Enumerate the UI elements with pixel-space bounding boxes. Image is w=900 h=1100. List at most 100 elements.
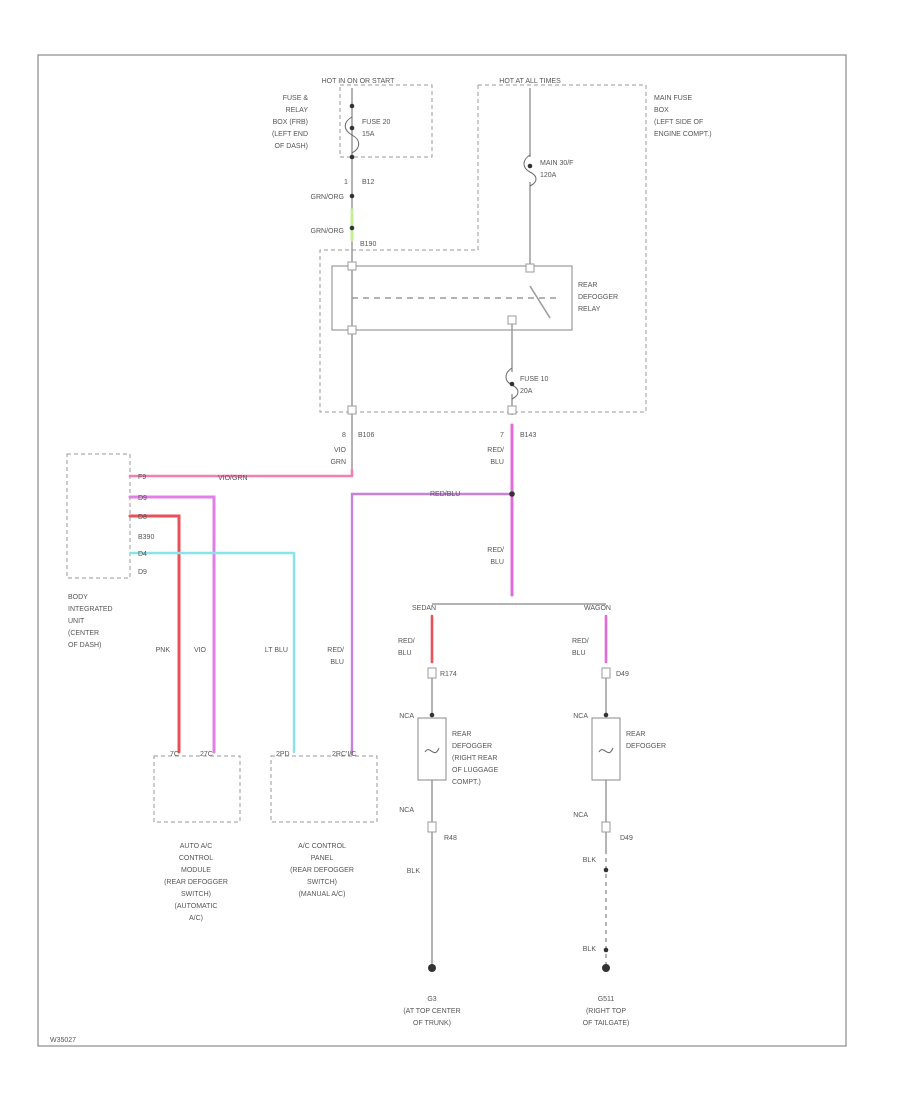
defogger-sedan-label-5: COMPT.)	[452, 779, 481, 786]
auto-ac-pin-2: 27C	[200, 751, 213, 758]
junction-dot	[603, 867, 609, 873]
defogger-wagon-label-1: REAR	[626, 731, 645, 738]
defogger-sedan-label-4: OF LUGGAGE	[452, 767, 499, 774]
ground-wagon-label-2: (RIGHT TOP	[586, 1008, 626, 1015]
vio-label: VIO	[194, 647, 207, 654]
main-fuse-box-outline	[319, 84, 647, 413]
biu-label-2: INTEGRATED	[68, 606, 113, 613]
sedan-label: SEDAN	[412, 605, 436, 612]
junction-dot	[429, 712, 435, 718]
defogger-sedan-label-1: REAR	[452, 731, 471, 738]
wagon-label: WAGON	[584, 605, 611, 612]
biu-label-1: BODY	[68, 594, 88, 601]
b190-connector-label: B190	[360, 241, 376, 248]
ac-panel-label-3: (REAR DEFOGGER	[290, 867, 354, 874]
r174-connector-label: R174	[440, 671, 457, 678]
biu-pin-5: D4	[138, 551, 147, 558]
b106-pin	[347, 405, 357, 415]
b143-pin-label: 7	[500, 432, 504, 439]
ac-panel-pin-1: 2PD	[276, 751, 290, 758]
ac-control-panel-outline	[270, 755, 378, 823]
nca-label-4: NCA	[573, 812, 588, 819]
wire-red-blu-ac-panel	[350, 492, 514, 756]
relay-pin-switch-out	[507, 315, 517, 325]
biu-label-3: UNIT	[68, 618, 85, 625]
red-blu-label-2a: RED/	[487, 547, 504, 554]
d49-lower-pin	[601, 821, 611, 833]
b12-pin-label: 1	[344, 179, 348, 186]
vio-grn-label-2: GRN	[330, 459, 346, 466]
relay-pin-coil-in	[347, 261, 357, 271]
biu-label-4: (CENTER	[68, 630, 99, 637]
relay-body	[331, 265, 573, 331]
ac-panel-label-5: (MANUAL A/C)	[299, 891, 346, 898]
relay-pin-coil-out	[347, 325, 357, 335]
ac-panel-label-1: A/C CONTROL	[298, 843, 346, 850]
b106-connector-label: B106	[358, 432, 374, 439]
red-blu-label-4a: RED/	[398, 638, 415, 645]
biu-pin-1: F9	[138, 474, 146, 481]
d49-upper-pin	[601, 667, 611, 679]
hot-run-start-label: HOT IN ON OR START	[322, 78, 395, 85]
nca-label-2: NCA	[399, 807, 414, 814]
diagram-code: W35027	[50, 1037, 76, 1044]
auto-ac-label-4: (REAR DEFOGGER	[164, 879, 228, 886]
fuse20-symbol	[344, 116, 360, 154]
ground-symbol-sedan	[428, 964, 436, 972]
nca-label-3: NCA	[573, 713, 588, 720]
b143-pin	[507, 405, 517, 415]
main-fuse-label: MAIN 30/F	[540, 160, 573, 167]
r48-pin	[427, 821, 437, 833]
junction-dot	[349, 154, 355, 160]
fuse20-rating: 15A	[362, 131, 375, 138]
auto-ac-label-7: A/C)	[189, 915, 203, 922]
blk-label-3: BLK	[583, 946, 597, 953]
ground-wagon-label-1: G511	[598, 996, 615, 1003]
biu-label-5: OF DASH)	[68, 642, 101, 649]
fuse-relay-box-label-2: RELAY	[286, 107, 309, 114]
junction-dot	[349, 103, 355, 109]
d49-upper-connector-label: D49	[616, 671, 629, 678]
hot-all-times-label: HOT AT ALL TIMES	[499, 78, 561, 85]
wire-vio	[128, 495, 216, 754]
rear-defogger-wagon-element	[591, 717, 621, 781]
red-blu-label-1a: RED/	[487, 447, 504, 454]
ground-sedan-label-3: OF TRUNK)	[413, 1020, 451, 1027]
fuse-relay-box-label-5: OF DASH)	[275, 143, 308, 150]
fuse-relay-box-outline	[339, 84, 433, 158]
main-fuse-symbol	[523, 154, 537, 187]
main-fuse-rating: 120A	[540, 172, 557, 179]
body-integrated-unit-outline	[66, 453, 131, 579]
relay-pin-switch-in	[525, 263, 535, 273]
red-blu-label-5b: BLU	[572, 650, 586, 657]
red-blu-label-2b: BLU	[490, 559, 504, 566]
ground-wagon-label-3: OF TAILGATE)	[583, 1020, 630, 1027]
red-blu-label-3a: RED/	[327, 647, 344, 654]
defogger-sedan-label-3: (RIGHT REAR	[452, 755, 497, 762]
wire-vio-grn	[128, 468, 354, 478]
defogger-sedan-label-2: DEFOGGER	[452, 743, 492, 750]
r48-connector-label: R48	[444, 835, 457, 842]
wire-lt-blu	[128, 551, 296, 754]
ground-sedan-label-2: (AT TOP CENTER	[403, 1008, 460, 1015]
ground-symbol-wagon	[602, 964, 610, 972]
nca-label-1: NCA	[399, 713, 414, 720]
red-blu-label-3b: BLU	[330, 659, 344, 666]
ac-panel-label-2: PANEL	[311, 855, 334, 862]
wire-pnk	[128, 514, 181, 754]
biu-pin-2: D9	[138, 495, 147, 502]
b143-connector-label: B143	[520, 432, 536, 439]
junction-dot	[603, 947, 609, 953]
biu-pin-6: D9	[138, 569, 147, 576]
b12-connector-label: B12	[362, 179, 375, 186]
ground-sedan-label-1: G3	[427, 996, 436, 1003]
fuse-relay-box-label-3: BOX (FRB)	[273, 119, 308, 126]
main-fuse-box-label-3: (LEFT SIDE OF	[654, 119, 703, 126]
auto-ac-label-2: CONTROL	[179, 855, 213, 862]
pnk-label: PNK	[156, 647, 171, 654]
d49-lower-connector-label: D49	[620, 835, 633, 842]
vio-grn-run-label: VIO/GRN	[218, 475, 248, 482]
defogger-wagon-grid-symbol	[598, 747, 614, 754]
